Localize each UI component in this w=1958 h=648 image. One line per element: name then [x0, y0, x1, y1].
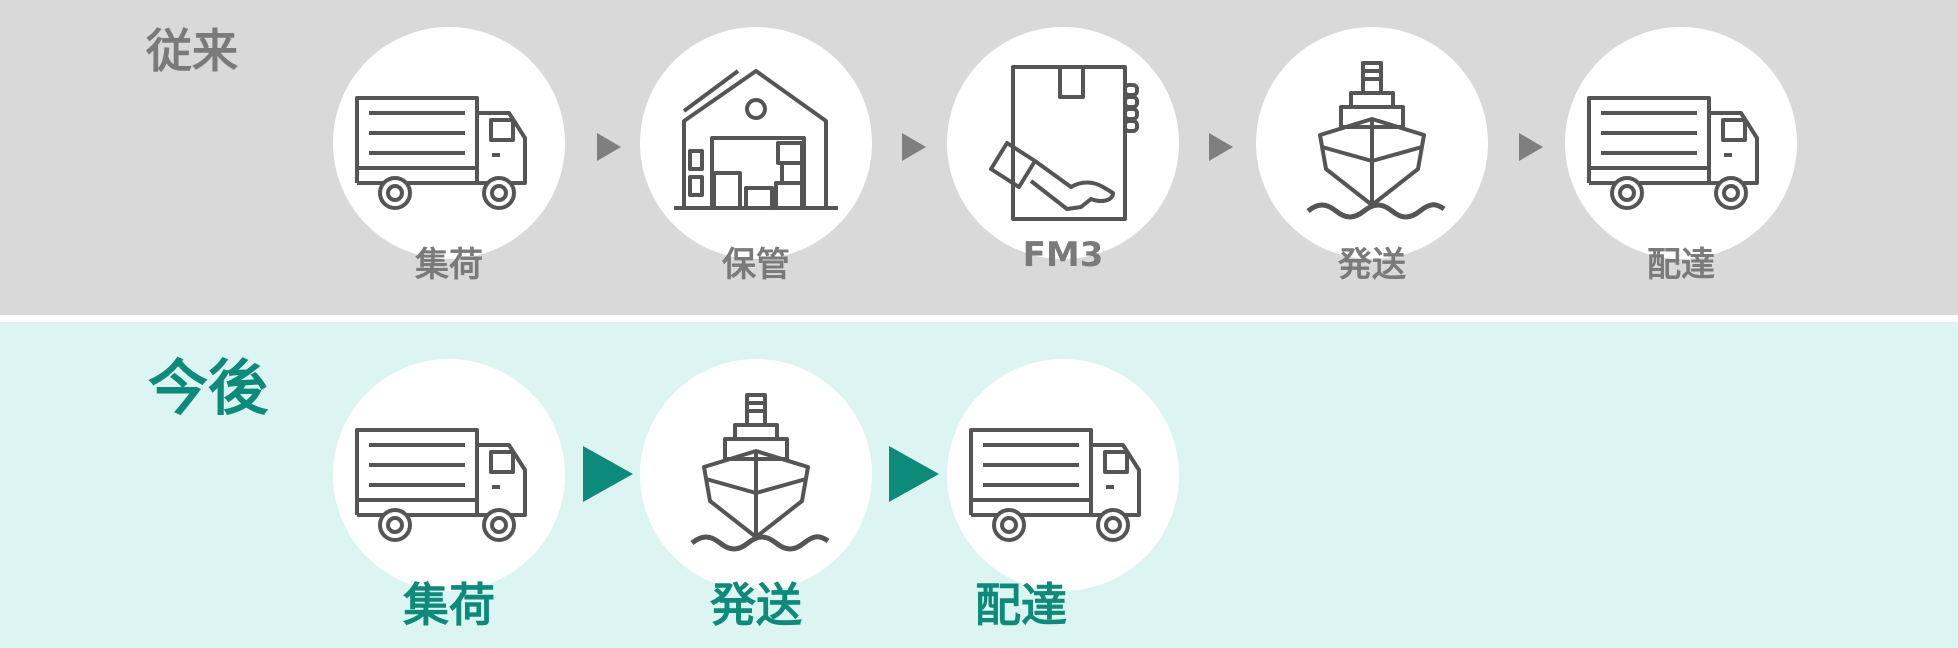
step-shipping: 発送 [640, 359, 872, 632]
current-flow-section: 従来 集荷 保管 FM3 発送 配達 [0, 0, 1958, 315]
step-storage: 保管 [640, 27, 872, 285]
step-label: 保管 [722, 245, 790, 285]
truck-icon [349, 43, 549, 243]
step-label: FM3 [1022, 235, 1104, 275]
step-fm3: FM3 [947, 27, 1179, 275]
truck-icon [349, 375, 549, 575]
ship-icon [656, 375, 856, 575]
step-label: 発送 [1338, 245, 1406, 285]
truck-icon [1581, 43, 1781, 243]
step-circle [640, 27, 872, 259]
current-flow-title: 従来 [146, 24, 238, 78]
step-collection: 集荷 [333, 359, 565, 632]
arrow-right-icon [1209, 133, 1233, 161]
step-shipping: 発送 [1256, 27, 1488, 285]
step-label: 発送 [710, 578, 802, 632]
arrow-right-icon [889, 446, 939, 502]
truck-icon [963, 375, 1163, 575]
step-label: 集荷 [415, 245, 483, 285]
step-delivery: 配達 [1565, 27, 1797, 285]
arrow-right-icon [583, 446, 633, 502]
arrow-right-icon [1519, 133, 1543, 161]
future-flow-section: 今後 集荷 発送 配達 [0, 322, 1958, 648]
step-delivery: 配達 [947, 359, 1179, 632]
step-label: 配達 [1647, 245, 1715, 285]
hand-box-icon [963, 43, 1163, 243]
warehouse-icon [656, 43, 856, 243]
arrow-right-icon [902, 133, 926, 161]
step-collection: 集荷 [333, 27, 565, 285]
step-label: 集荷 [403, 578, 495, 632]
step-label: 配達 [975, 578, 1067, 632]
ship-icon [1272, 43, 1472, 243]
future-flow-title: 今後 [148, 354, 268, 424]
arrow-right-icon [597, 133, 621, 161]
